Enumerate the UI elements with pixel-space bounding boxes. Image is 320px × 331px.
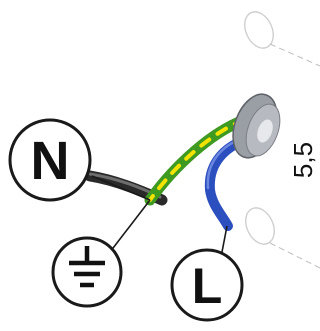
ground-leader <box>109 199 151 253</box>
live-callout: L <box>170 248 244 322</box>
lower-mounting-hole <box>245 207 320 269</box>
live-wire <box>204 137 245 231</box>
neutral-leader <box>91 175 151 201</box>
live-label: L <box>192 258 223 314</box>
cable-gland <box>232 93 281 159</box>
strip-length-label: 5,5 <box>288 142 318 178</box>
neutral-callout: N <box>8 118 92 202</box>
live-leader <box>221 225 228 253</box>
protective-earth-icon <box>69 246 105 288</box>
earth-wire <box>144 114 250 206</box>
earth-wire-stripe <box>148 118 246 202</box>
neutral-label: N <box>31 131 70 191</box>
ground-callout <box>51 236 123 308</box>
upper-mounting-hole <box>244 11 320 67</box>
